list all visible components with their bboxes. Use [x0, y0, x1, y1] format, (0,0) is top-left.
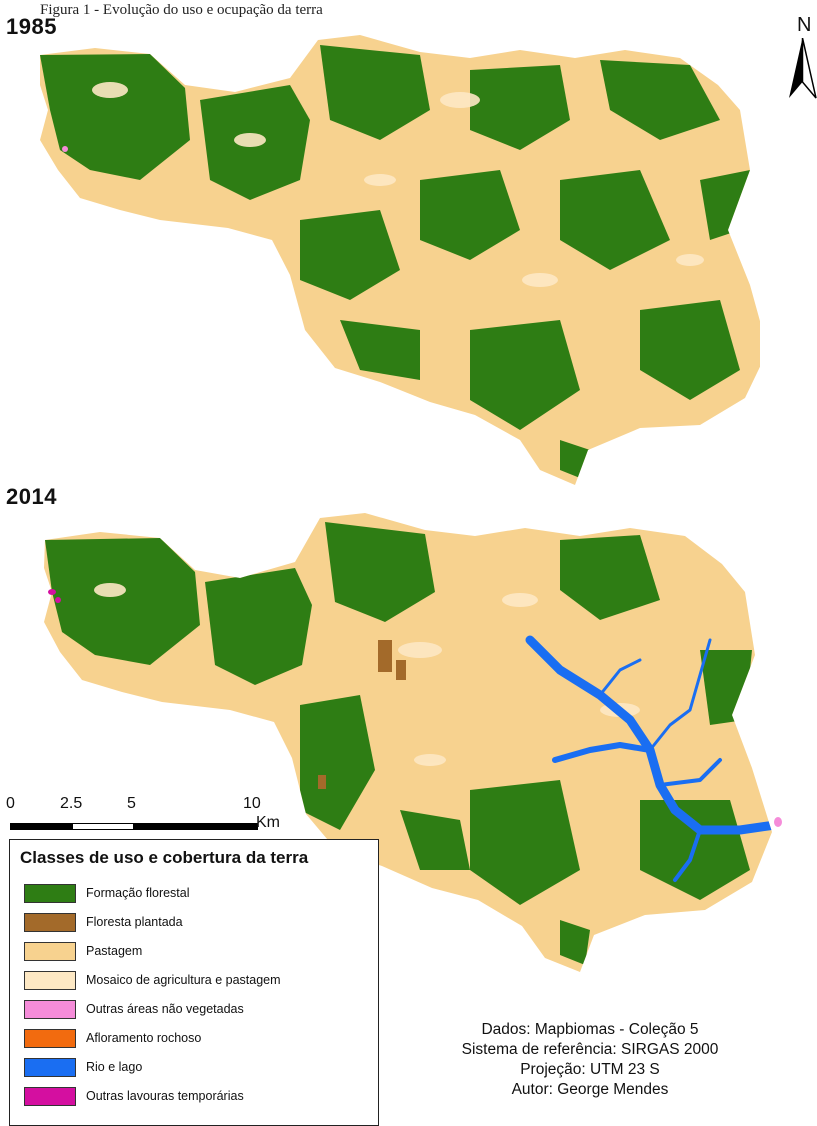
legend-item: Pastagem [24, 940, 374, 964]
map-year-label: 2014 [6, 484, 57, 509]
legend-label: Rio e lago [86, 1060, 143, 1074]
legend-label: Afloramento rochoso [86, 1031, 202, 1045]
legend-item: Outras áreas não vegetadas [24, 998, 374, 1022]
legend-title: Classes de uso e cobertura da terra [20, 848, 309, 867]
map-credits: Dados: Mapbiomas - Coleção 5 Sistema de … [410, 1020, 770, 1100]
legend-swatch [24, 884, 76, 903]
credits-author: Autor: George Mendes [511, 1081, 669, 1098]
legend-swatch [24, 971, 76, 990]
north-letter: N [797, 14, 812, 36]
scale-bar: 0 2.5 5 10 Km [6, 795, 296, 840]
map-year-label: 1985 [6, 14, 57, 39]
legend-swatch [24, 1087, 76, 1106]
legend-item: Mosaico de agricultura e pastagem [24, 969, 374, 993]
scale-segment [10, 823, 72, 830]
credits-reference-system: Sistema de referência: SIRGAS 2000 [461, 1041, 719, 1058]
north-arrow: N [788, 14, 817, 100]
legend-swatch [24, 1029, 76, 1048]
scale-tick-label: 5 [127, 795, 136, 812]
legend-item: Floresta plantada [24, 911, 374, 935]
legend-swatch [24, 942, 76, 961]
legend-label: Pastagem [86, 944, 143, 958]
legend-item: Rio e lago [24, 1056, 374, 1080]
legend-item: Formação florestal [24, 882, 374, 906]
scale-segment [134, 823, 258, 830]
legend-label: Mosaico de agricultura e pastagem [86, 973, 281, 987]
legend-item: Outras lavouras temporárias [24, 1085, 374, 1109]
scale-tick-label: 0 [6, 795, 15, 812]
legend-label: Formação florestal [86, 886, 190, 900]
scale-segment [72, 823, 134, 830]
scale-unit-label: Km [256, 814, 280, 831]
land-use-map-1985 [40, 35, 760, 485]
north-arrow-icon [789, 38, 817, 99]
map-legend: Classes de uso e cobertura da terra Form… [9, 839, 379, 1126]
credits-data-source: Dados: Mapbiomas - Coleção 5 [481, 1021, 699, 1038]
legend-swatch [24, 1058, 76, 1077]
legend-swatch [24, 1000, 76, 1019]
legend-label: Outras lavouras temporárias [86, 1089, 244, 1103]
legend-label: Outras áreas não vegetadas [86, 1002, 244, 1016]
scale-tick-label: 2.5 [60, 795, 83, 812]
figure-caption: Figura 1 - Evolução do uso e ocupação da… [40, 2, 323, 18]
credits-projection: Projeção: UTM 23 S [520, 1061, 660, 1078]
legend-swatch [24, 913, 76, 932]
legend-item: Afloramento rochoso [24, 1027, 374, 1051]
scale-tick-label: 10 [243, 795, 261, 812]
legend-label: Floresta plantada [86, 915, 183, 929]
